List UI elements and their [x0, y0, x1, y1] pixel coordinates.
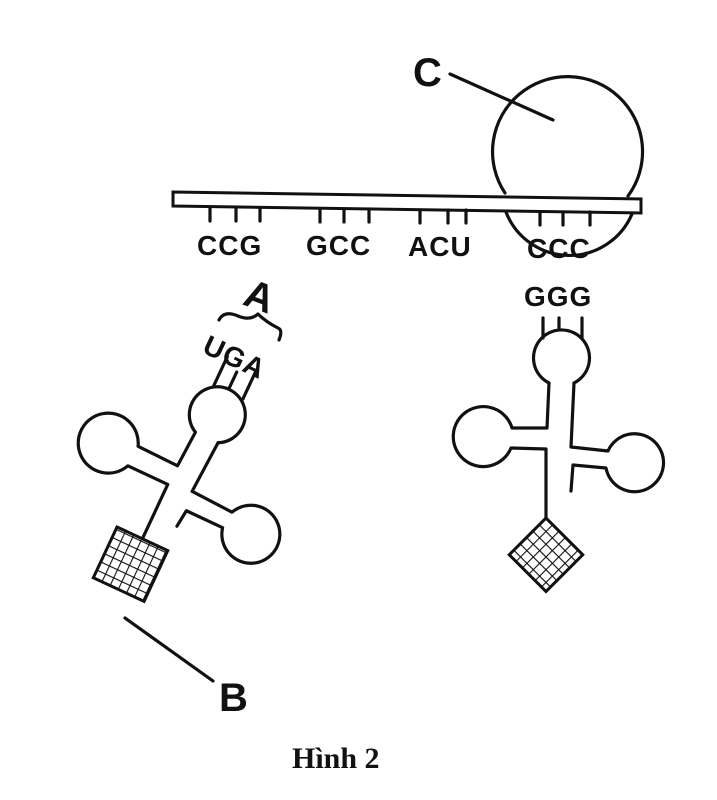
codon-1: CCG [197, 230, 262, 261]
codon-3: ACU [408, 231, 472, 262]
trna-left [76, 355, 282, 604]
codon-4: CCC [527, 233, 591, 264]
amino-acid-left [91, 524, 170, 604]
label-b-pointer [123, 616, 215, 683]
trna-right-anticodon: GGG [524, 281, 592, 312]
label-c: C [413, 51, 442, 95]
label-c-pointer [448, 72, 555, 122]
label-a-brace [217, 312, 283, 342]
ribosome-large-subunit [490, 75, 645, 198]
ribosome-small-subunit [504, 210, 634, 258]
codon-ticks [208, 206, 592, 227]
figure-caption: Hình 2 [292, 742, 380, 775]
codon-2: GCC [306, 230, 371, 261]
mrna-strand [171, 190, 643, 215]
label-a: A [238, 271, 280, 322]
trna-right [451, 316, 666, 520]
amino-acid-right [507, 515, 585, 594]
label-b: B [219, 676, 248, 720]
